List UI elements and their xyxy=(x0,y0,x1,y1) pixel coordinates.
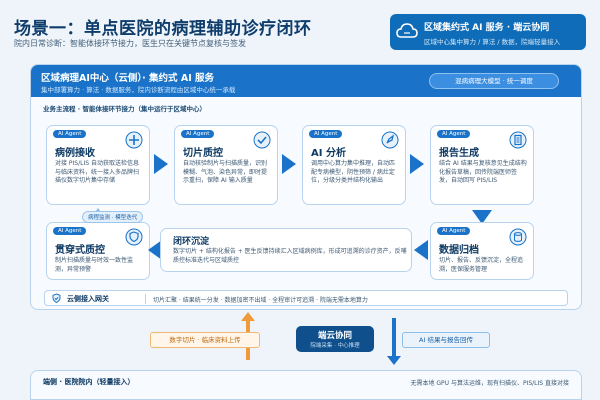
arrow-right-icon xyxy=(154,154,168,174)
agent-tag: AI Agent xyxy=(309,130,343,138)
return-chip: AI 结果与报告回传 xyxy=(402,332,490,348)
hub-title: 端云协同 xyxy=(317,331,352,341)
panel-subtitle: 集中部署算力 · 算法 · 数据服务，院内诊断流程由区域中心统一承载 xyxy=(41,86,236,94)
page-subtitle: 院内日常诊断：智能体接环节接力，医生只在关键节点复核与签发 xyxy=(14,39,246,48)
upload-chip: 数字切片 · 临床资料上传 xyxy=(150,332,260,348)
shield-check-icon xyxy=(52,293,61,304)
card-ai-analysis: AI Agent AI 分析 调用中心算力集中推理，自动匹配专病模型，阴性预筛 … xyxy=(302,125,406,205)
gateway-desc: 切片汇聚 · 结果统一分发 · 数据加密不出域 · 全程审计可追溯 · 院端无需… xyxy=(153,297,368,304)
edge-cloud-hub: 端云协同 院端采集 · 中心推理 xyxy=(296,326,374,352)
agent-tag: AI Agent xyxy=(437,130,471,138)
plus-icon xyxy=(125,131,143,149)
monitoring-badge: 病程监测 · 模型迭代 xyxy=(82,211,144,223)
arrow-down-icon xyxy=(472,210,492,224)
hospital-edge-panel: 端侧 · 医院院内（轻量接入） 无需本地 GPU 与算法运维，现有扫描仪、PIS… xyxy=(30,370,582,400)
cloud-gateway-bar: 云侧接入网关 切片汇聚 · 结果统一分发 · 数据加密不出域 · 全程审计可追溯… xyxy=(44,290,568,306)
card-data-archive: AI Agent 数据归档 切片、报告、反馈沉淀，全程追溯，医保服务管理 xyxy=(430,222,534,280)
regional-service-subtitle: 区域中心集中算力 / 算法 / 数据，院端轻量接入 xyxy=(424,38,561,46)
card-desc: 结合 AI 结果与复核意见生成结构化报告草稿，回传院端医师签发，自动回写 PIS… xyxy=(439,160,527,184)
flow-caption: 业务主流程 · 智能体接环节接力（集中运行于区域中心） xyxy=(43,105,206,113)
card-title: 报告生成 xyxy=(439,148,479,159)
card-title: 贯穿式质控 xyxy=(55,245,105,256)
arrow-up-icon xyxy=(241,312,255,321)
panel-title: 区域病理AI中心（云侧）· 集约式 AI 服务 xyxy=(41,73,215,84)
card-title: 切片质控 xyxy=(183,148,223,159)
loop-desc: 数字切片 + 结构化报告 + 医生反馈持续汇入区域病例库，形成可追溯的诊疗资产，… xyxy=(173,248,407,264)
regional-service-card: 区域集约式 AI 服务 · 端云协同 区域中心集中算力 / 算法 / 数据，院端… xyxy=(390,14,586,50)
arrow-right-icon xyxy=(282,154,296,174)
agent-tag: AI Agent xyxy=(437,227,471,235)
card-desc: 制片扫描质量与时效一致性监测，异常预警 xyxy=(55,257,134,273)
gateway-label: 云侧接入网关 xyxy=(67,295,109,303)
gateway-divider xyxy=(145,294,146,304)
regional-service-title: 区域集约式 AI 服务 · 端云协同 xyxy=(424,23,550,33)
panel-header: 区域病理AI中心（云侧）· 集约式 AI 服务 集中部署算力 · 算法 · 数据… xyxy=(31,65,581,97)
database-icon xyxy=(509,228,527,246)
card-desc: 切片、报告、反馈沉淀，全程追溯，医保服务管理 xyxy=(439,257,524,273)
cloud-icon xyxy=(396,23,418,38)
rocket-icon xyxy=(381,131,399,149)
closed-loop-card: 闭环沉淀 数字切片 + 结构化报告 + 医生反馈持续汇入区域病例库，形成可追溯的… xyxy=(160,228,412,272)
page-title: 场景一：单点医院的病理辅助诊疗闭环 xyxy=(14,19,312,39)
check-icon xyxy=(253,131,271,149)
card-desc: 自动核验制片与扫描质量，识别模糊、气泡、染色异常，即时提示重扫，保障 AI 输入… xyxy=(183,160,268,184)
arrow-right-icon xyxy=(410,154,424,174)
card-title: 数据归档 xyxy=(439,245,479,256)
card-slide-qc: AI Agent 切片质控 自动核验制片与扫描质量，识别模糊、气泡、染色异常，即… xyxy=(174,125,278,205)
edge-panel-note: 无需本地 GPU 与算法运维，现有扫描仪、PIS/LIS 直接对接 xyxy=(410,380,569,387)
edge-panel-title: 端侧 · 医院院内（轻量接入） xyxy=(43,378,135,386)
card-case-intake: AI Agent 病例接收 对接 PIS/LIS 自动获取送检信息与临床资料，统… xyxy=(46,125,150,205)
loop-title: 闭环沉淀 xyxy=(173,237,210,247)
document-icon xyxy=(509,131,527,149)
card-desc: 调用中心算力集中推理，自动匹配专病模型，阴性预筛 / 病灶定位，分级分类并结构化… xyxy=(311,160,396,184)
card-desc: 对接 PIS/LIS 自动获取送检信息与临床资料，统一接入多品牌扫描仪数字切片集… xyxy=(55,160,140,184)
arrow-down-icon xyxy=(387,356,401,365)
agent-tag: AI Agent xyxy=(53,130,87,138)
card-continuous-qc: AI Agent 贯穿式质控 制片扫描质量与时效一致性监测，异常预警 xyxy=(46,222,150,280)
agent-tag: AI Agent xyxy=(53,227,87,235)
card-title: 病例接收 xyxy=(55,148,95,159)
return-arrow-shaft xyxy=(392,318,396,360)
arrow-left-icon xyxy=(414,240,428,260)
model-dispatch-pill: 混病病理大模型 · 统一调度 xyxy=(429,73,559,89)
agent-tag: AI Agent xyxy=(181,130,215,138)
shield-icon xyxy=(125,228,143,246)
card-report-generation: AI Agent 报告生成 结合 AI 结果与复核意见生成结构化报告草稿，回传院… xyxy=(430,125,534,205)
card-title: AI 分析 xyxy=(311,148,346,159)
arrow-left-icon xyxy=(148,240,162,260)
hub-subtitle: 院端采集 · 中心推理 xyxy=(310,343,360,349)
